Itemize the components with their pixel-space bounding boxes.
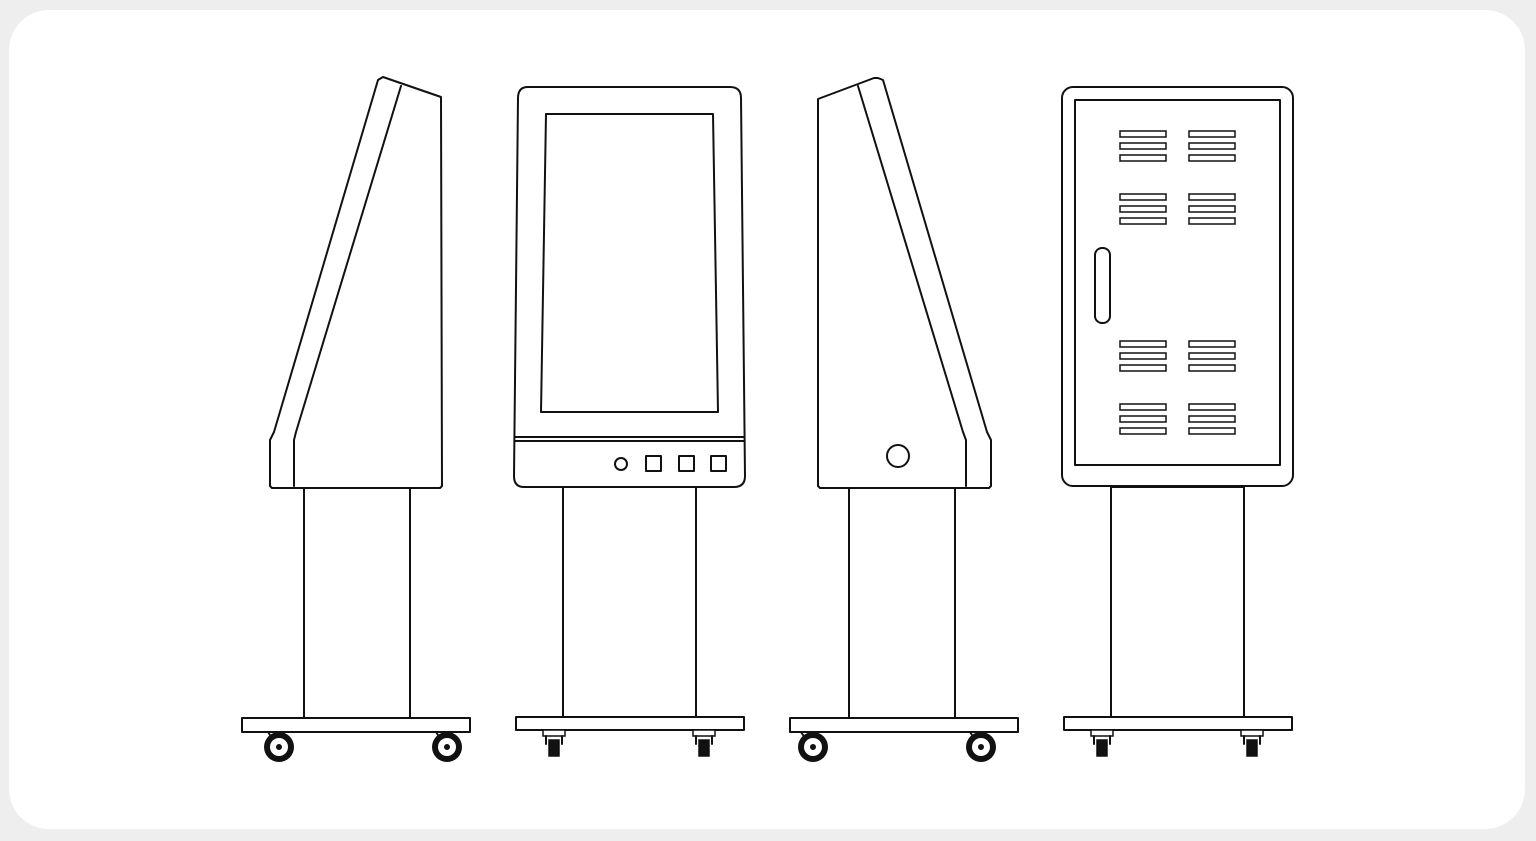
left-side-caster-wheel	[264, 731, 294, 762]
front-caster	[542, 729, 566, 757]
vent-slat	[1119, 205, 1167, 213]
vent-slat	[1119, 340, 1167, 348]
kiosk-front-view	[513, 86, 746, 757]
left-side-housing	[269, 76, 443, 489]
vent-slat	[1119, 352, 1167, 360]
front-control-button	[678, 455, 695, 472]
vent-group	[1188, 403, 1236, 435]
front-indicator-light	[614, 457, 628, 471]
vent-slat	[1188, 403, 1236, 411]
vent-slat	[1119, 193, 1167, 201]
vent-slat	[1119, 142, 1167, 150]
vent-slat	[1119, 130, 1167, 138]
right-side-caster-wheel	[966, 731, 996, 762]
vent-slat	[1119, 217, 1167, 225]
right-side-housing	[817, 77, 992, 489]
left-side-stand-column	[303, 487, 411, 719]
vent-slat	[1119, 154, 1167, 162]
vent-group	[1119, 340, 1167, 372]
vent-group	[1119, 403, 1167, 435]
vent-slat	[1119, 415, 1167, 423]
vent-slat	[1188, 364, 1236, 372]
kiosk-back-view	[1061, 86, 1294, 757]
right-side-stand-column	[848, 487, 956, 719]
vent-group	[1188, 340, 1236, 372]
vent-slat	[1119, 427, 1167, 435]
left-side-bezel-line	[293, 85, 402, 487]
left-side-base-plate	[241, 717, 471, 733]
front-screen	[540, 113, 719, 413]
front-caster	[692, 729, 716, 757]
front-control-button	[710, 455, 727, 472]
vent-group	[1119, 130, 1167, 162]
back-caster	[1240, 729, 1264, 757]
back-base-plate	[1063, 716, 1293, 731]
vent-group	[1188, 193, 1236, 225]
back-door-handle	[1094, 247, 1111, 324]
vent-slat	[1188, 340, 1236, 348]
vent-slat	[1188, 205, 1236, 213]
vent-group	[1119, 193, 1167, 225]
front-stand-column	[562, 486, 697, 718]
right-side-caster-wheel	[798, 731, 828, 762]
vent-slat	[1188, 427, 1236, 435]
right-side-bezel-line	[857, 85, 967, 487]
vent-slat	[1119, 403, 1167, 411]
back-caster	[1090, 729, 1114, 757]
back-stand-column	[1110, 486, 1245, 718]
vent-slat	[1188, 142, 1236, 150]
vent-slat	[1188, 130, 1236, 138]
back-vents	[1119, 130, 1236, 435]
front-control-button	[645, 455, 662, 472]
front-base-plate	[515, 716, 745, 731]
vent-slat	[1188, 415, 1236, 423]
vent-slat	[1188, 154, 1236, 162]
right-side-base-plate	[789, 717, 1019, 733]
right-side-port	[886, 444, 910, 468]
vent-group	[1188, 130, 1236, 162]
vent-slat	[1188, 352, 1236, 360]
kiosk-right-side-view	[789, 77, 1019, 762]
vent-slat	[1188, 217, 1236, 225]
vent-slat	[1119, 364, 1167, 372]
left-side-caster-wheel	[432, 731, 462, 762]
vent-slat	[1188, 193, 1236, 201]
kiosk-left-side-view	[241, 76, 471, 762]
